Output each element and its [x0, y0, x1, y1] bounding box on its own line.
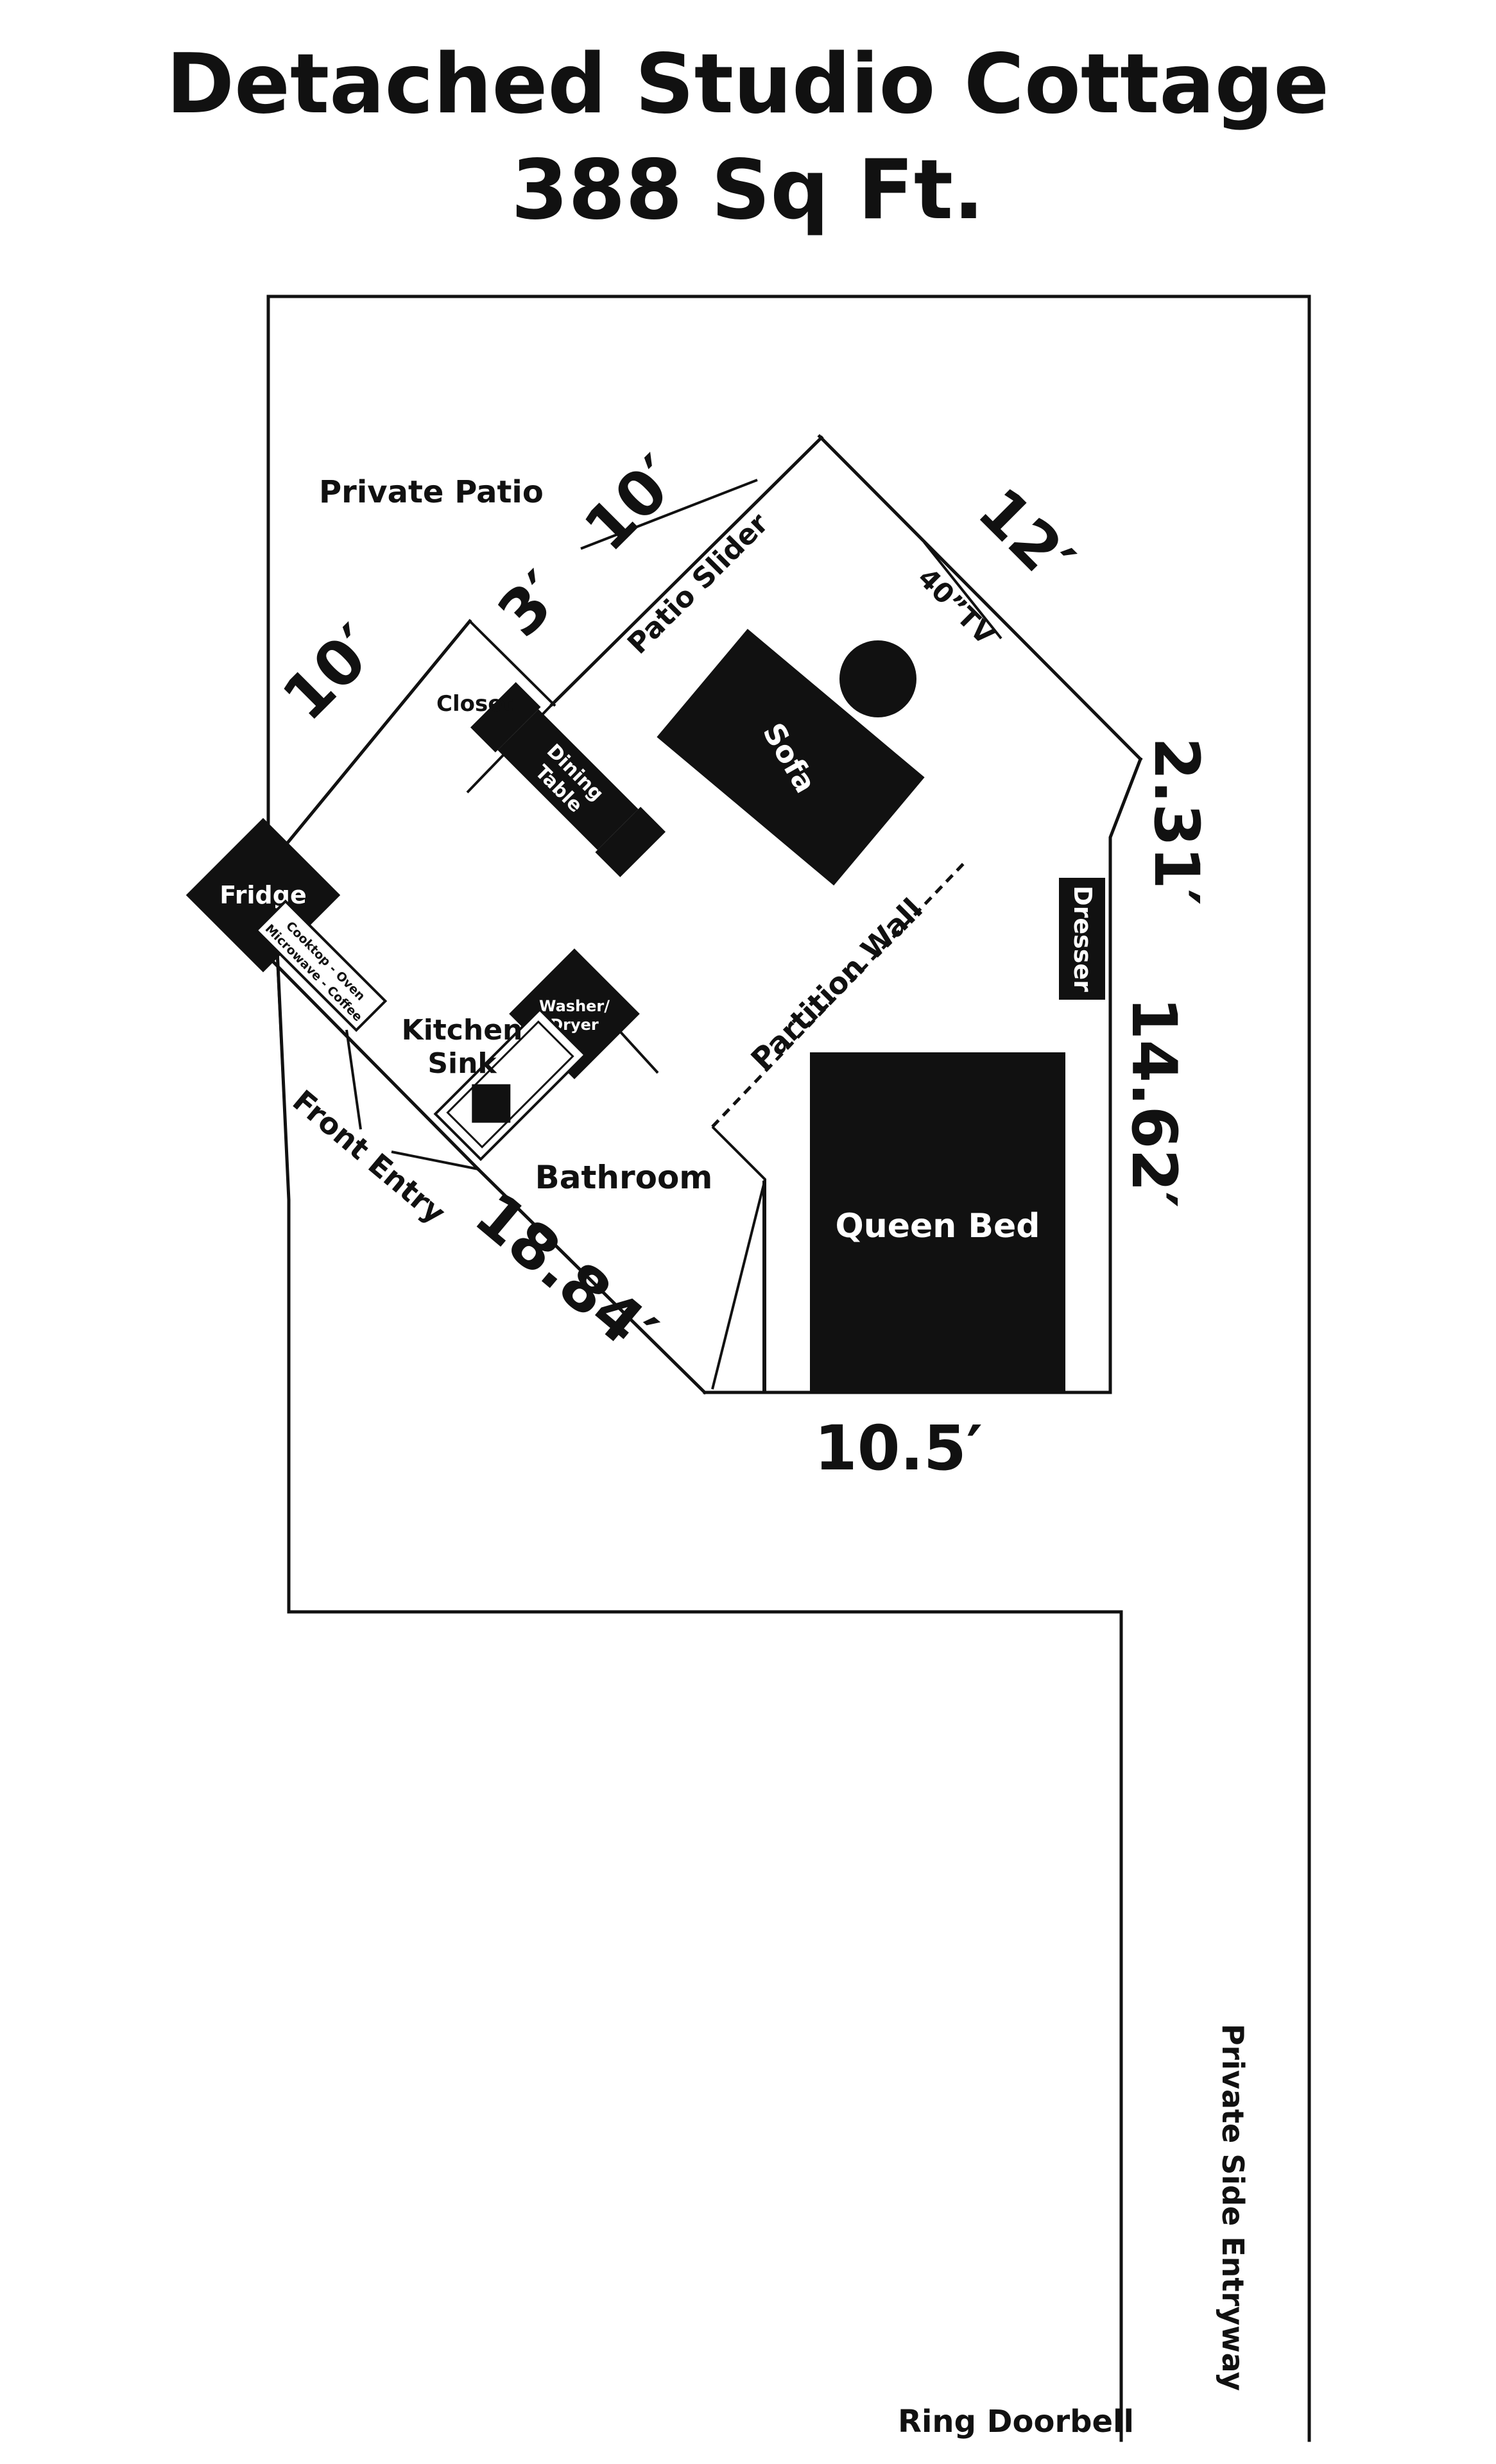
dim-left-10: 10′	[269, 612, 392, 735]
front-entry-label: Front Entry	[286, 1083, 452, 1230]
private-patio-label: Private Patio	[319, 474, 544, 510]
round-table	[839, 640, 916, 717]
queen-bed	[810, 1052, 1065, 1391]
kitchen-label-2: Sink	[427, 1047, 497, 1080]
washer-label-1: Washer/	[539, 997, 610, 1015]
dim-diag-18-84: 18.84′	[461, 1178, 669, 1369]
property-boundary	[266, 295, 1311, 2442]
queen-bed-label: Queen Bed	[835, 1207, 1040, 1245]
dim-angle-2-31: 2.31′	[1140, 737, 1212, 905]
cottage-walls	[203, 434, 1143, 1395]
appliances-counter	[254, 899, 388, 1032]
closet-label: Closet	[436, 691, 513, 717]
kitchen-label-1: Kitchen	[402, 1014, 523, 1047]
sofa	[657, 629, 925, 886]
fridge-label: Fridge	[219, 881, 306, 909]
dim-top-12: 12′	[965, 474, 1088, 597]
dim-closet-3: 3′	[485, 558, 577, 651]
bathroom-label: Bathroom	[535, 1159, 713, 1196]
dining-table: Dining Table	[470, 681, 666, 878]
dim-right-14-62: 14.62′	[1118, 997, 1190, 1208]
private-side-entryway-label: Private Side Entryway	[1216, 2024, 1250, 2391]
title-line-1: Detached Studio Cottage	[166, 37, 1329, 132]
title-line-2: 388 Sq Ft.	[511, 142, 984, 238]
furniture: Sofa Dining Table Fridge Cooktop - Oven …	[185, 629, 1105, 1391]
dim-bottom-10-5: 10.5′	[814, 1412, 983, 1484]
dresser	[1059, 878, 1105, 1000]
partition-wall-label: Partition Wall	[744, 892, 929, 1077]
ring-doorbell-label: Ring Doorbell	[898, 2404, 1134, 2440]
dresser-label: Dresser	[1069, 886, 1097, 992]
kitchen-sink	[433, 1007, 587, 1161]
